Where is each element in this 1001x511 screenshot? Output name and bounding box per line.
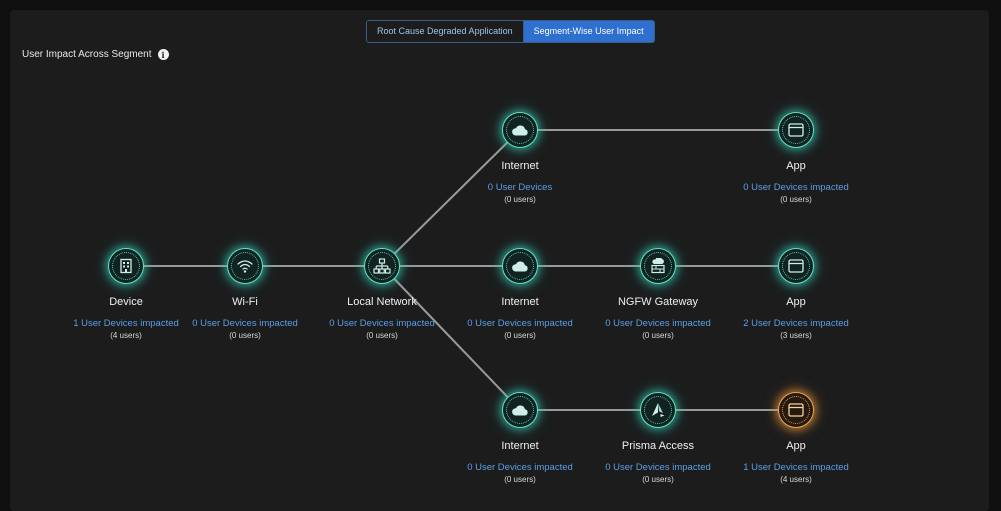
info-icon[interactable]: i [157, 49, 169, 60]
prisma-icon [652, 403, 665, 417]
cloud-icon [512, 125, 528, 136]
internet-top-label: Internet [501, 160, 539, 172]
tab-root-cause[interactable]: Root Cause Degraded Application [367, 21, 524, 42]
app-mid-node[interactable] [778, 248, 814, 284]
app-top-impact-link[interactable]: 0 User Devices impacted [743, 182, 849, 193]
local-network-users: (0 users) [366, 331, 398, 340]
section-title-text: User Impact Across Segment [22, 49, 152, 60]
app-top-node[interactable] [778, 112, 814, 148]
wifi-label: Wi-Fi [232, 296, 258, 308]
app-bot-node[interactable] [778, 392, 814, 428]
device-label: Device [109, 296, 143, 308]
ngfw-users: (0 users) [642, 331, 674, 340]
wifi-impact-link[interactable]: 0 User Devices impacted [192, 318, 298, 329]
app-bot-label: App [786, 440, 806, 452]
wifi-users: (0 users) [229, 331, 261, 340]
ngfw-label: NGFW Gateway [617, 296, 699, 308]
internet-bot-label: Internet [501, 440, 539, 452]
local-network-label: Local Network [347, 296, 417, 308]
app-mid-users: (3 users) [780, 331, 812, 340]
section-title: User Impact Across Segment i [22, 49, 169, 60]
edge-local-internet-top [381, 129, 521, 267]
prisma-label: Prisma Access [621, 440, 695, 452]
prisma-node[interactable] [640, 392, 676, 428]
firewall-icon [651, 258, 665, 274]
internet-mid-impact-link[interactable]: 0 User Devices impacted [467, 318, 573, 329]
app-window-icon [788, 259, 804, 273]
wifi-icon [237, 260, 253, 273]
ngfw-impact-link[interactable]: 0 User Devices impacted [605, 318, 711, 329]
internet-mid-users: (0 users) [504, 331, 536, 340]
edge-local-internet-bot [381, 265, 521, 411]
tab-segment-wise[interactable]: Segment-Wise User Impact [523, 21, 654, 42]
app-bot-impact-link[interactable]: 1 User Devices impacted [743, 462, 849, 473]
internet-bot-impact-link[interactable]: 0 User Devices impacted [467, 462, 573, 473]
internet-top-impact-link[interactable]: 0 User Devices [487, 182, 553, 193]
local-network-impact-link[interactable]: 0 User Devices impacted [329, 318, 435, 329]
prisma-impact-link[interactable]: 0 User Devices impacted [605, 462, 711, 473]
internet-bot-node[interactable] [502, 392, 538, 428]
device-users: (4 users) [110, 331, 142, 340]
cloud-icon [512, 261, 528, 272]
internet-bot-users: (0 users) [504, 475, 536, 484]
app-mid-impact-link[interactable]: 2 User Devices impacted [743, 318, 849, 329]
prisma-users: (0 users) [642, 475, 674, 484]
device-impact-link[interactable]: 1 User Devices impacted [73, 318, 179, 329]
app-window-icon [788, 123, 804, 137]
ngfw-node[interactable] [640, 248, 676, 284]
internet-top-node[interactable] [502, 112, 538, 148]
app-top-users: (0 users) [780, 195, 812, 204]
app-window-icon [788, 403, 804, 417]
internet-mid-node[interactable] [502, 248, 538, 284]
network-icon [373, 258, 391, 274]
impact-panel [10, 10, 989, 511]
internet-top-users: (0 users) [504, 195, 536, 204]
local-network-node[interactable] [364, 248, 400, 284]
internet-mid-label: Internet [501, 296, 539, 308]
app-bot-users: (4 users) [780, 475, 812, 484]
device-node[interactable] [108, 248, 144, 284]
cloud-icon [512, 405, 528, 416]
view-toggle: Root Cause Degraded Application Segment-… [366, 20, 655, 43]
wifi-node[interactable] [227, 248, 263, 284]
app-mid-label: App [786, 296, 806, 308]
building-icon [120, 258, 132, 274]
app-top-label: App [786, 160, 806, 172]
